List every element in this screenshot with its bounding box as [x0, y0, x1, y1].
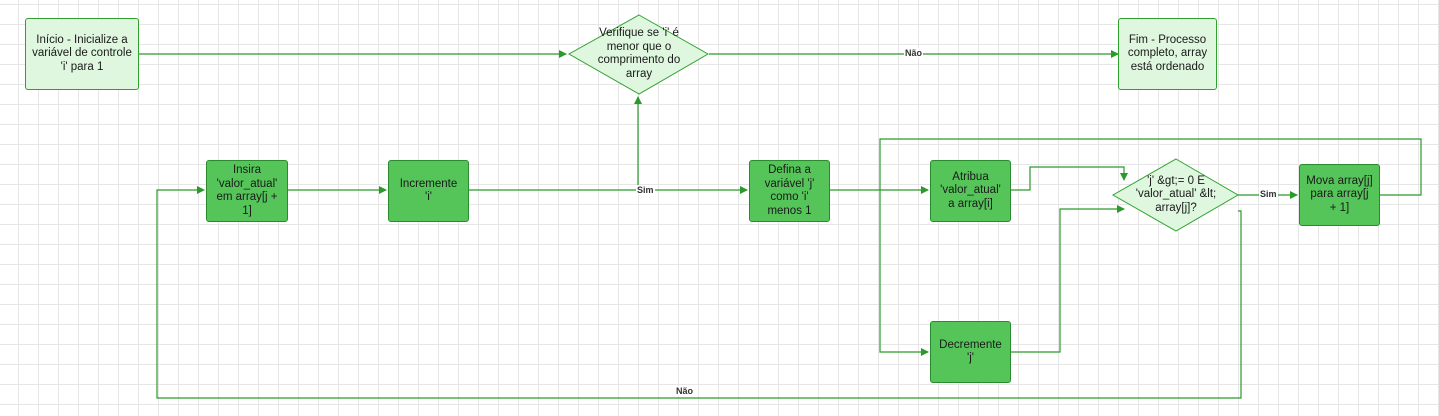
increment-i-node: Incremente 'i' [388, 160, 469, 222]
edge-increment-to-check [469, 96, 642, 191]
decision-diamond-i [567, 14, 710, 95]
label-no-bottom: Não [675, 386, 695, 396]
decision-diamond-j [1111, 158, 1239, 232]
check-i-decision: Verifique se 'i' é menor que o comprimen… [597, 27, 681, 80]
label-yes-right: Sim [1259, 189, 1278, 199]
check-j-decision: 'j' &gt;= 0 E 'valor_atual' &lt; array[j… [1135, 174, 1217, 214]
start-node: Início - Inicialize a variável de contro… [25, 18, 139, 90]
label-yes-mid: Sim [636, 185, 655, 195]
define-j-node: Defina a variável 'j' como 'i' menos 1 [749, 160, 830, 222]
edge-decrement-to-checkj [1011, 205, 1125, 353]
assign-node: Atribua 'valor_atual' a array[i] [930, 160, 1011, 222]
decrement-j-node: Decremente 'j' [930, 321, 1011, 383]
end-node: Fim - Processo completo, array está orde… [1118, 18, 1217, 90]
label-no-top: Não [904, 48, 924, 58]
move-node: Mova array[j] para array[j + 1] [1299, 164, 1380, 226]
insert-node: Insira 'valor_atual' em array[j + 1] [206, 160, 288, 222]
edge-assign-to-checkj [1011, 166, 1128, 191]
edge-move-loop [879, 138, 1422, 356]
edge-checkj-no-to-insert [156, 186, 1242, 399]
